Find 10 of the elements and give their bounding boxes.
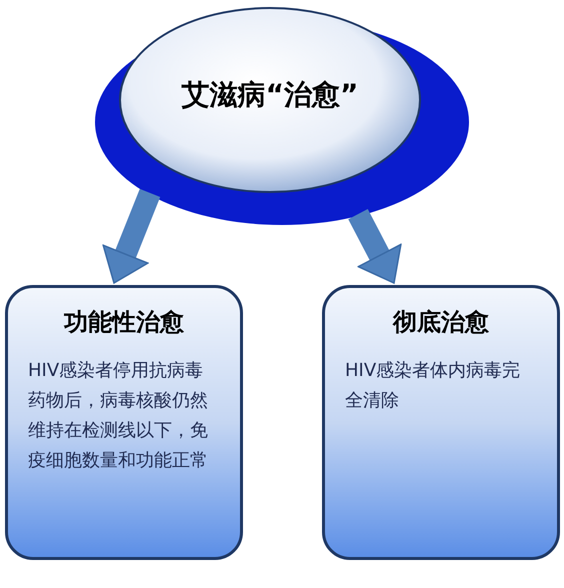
rounded-box: [5, 285, 243, 560]
block-arrow: [348, 209, 402, 284]
title-text: 艾滋病“治愈”: [182, 78, 358, 111]
block-arrow: [102, 188, 160, 284]
title-ellipse: [92, 4, 472, 228]
box-heading: 功能性治愈: [62, 307, 185, 338]
box-body-text: HIV感染者停用抗病毒药物后，病毒核酸仍然维持在检测线以下，免疫细胞数量和功能正常: [27, 359, 209, 473]
box-body-text: HIV感染者体内病毒完全清除: [344, 359, 522, 413]
rounded-box: [322, 285, 560, 560]
box-heading: 彻底治愈: [392, 307, 490, 338]
